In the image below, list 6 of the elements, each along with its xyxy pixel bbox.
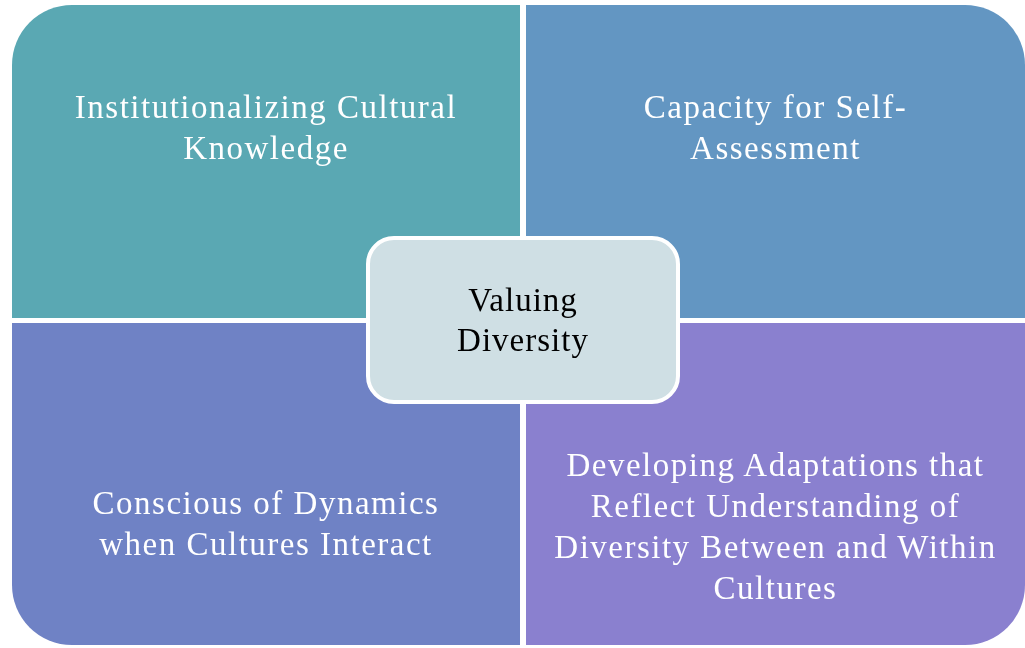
quadrant-label: Developing Adaptations that Reflect Understanding of Diversity Between and Within Cultures bbox=[553, 446, 998, 608]
center-label: Valuing Diversity bbox=[456, 281, 590, 360]
quadrant-label: Institutionalizing Cultural Knowledge bbox=[73, 88, 459, 168]
center-box bbox=[366, 236, 680, 404]
quadrant-label: Capacity for Self-Assessment bbox=[642, 88, 909, 168]
quadrant-label: Conscious of Dynamics when Cultures Interact bbox=[91, 484, 441, 564]
